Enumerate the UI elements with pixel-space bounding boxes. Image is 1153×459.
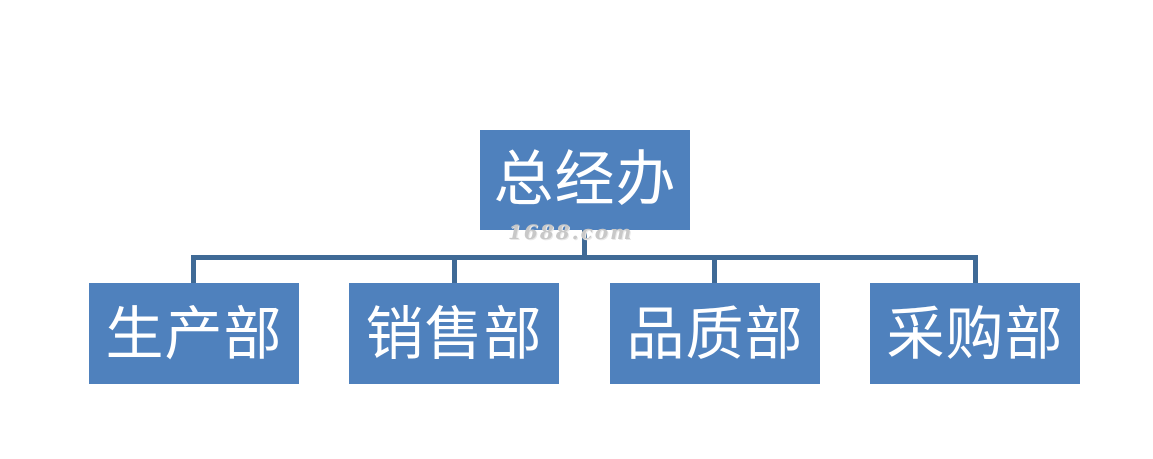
child-connector-quality bbox=[712, 255, 717, 283]
child-connector-production bbox=[191, 255, 196, 283]
root-node-general-office: 总经办 bbox=[480, 130, 690, 230]
child-connector-sales bbox=[452, 255, 457, 283]
horizontal-bus-connector bbox=[191, 255, 978, 260]
child-node-quality: 品质部 bbox=[610, 283, 820, 384]
root-connector-vertical bbox=[582, 230, 587, 258]
child-node-production: 生产部 bbox=[89, 283, 299, 384]
child-node-purchasing: 采购部 bbox=[870, 283, 1080, 384]
child-connector-purchasing bbox=[973, 255, 978, 283]
child-node-sales: 销售部 bbox=[349, 283, 559, 384]
